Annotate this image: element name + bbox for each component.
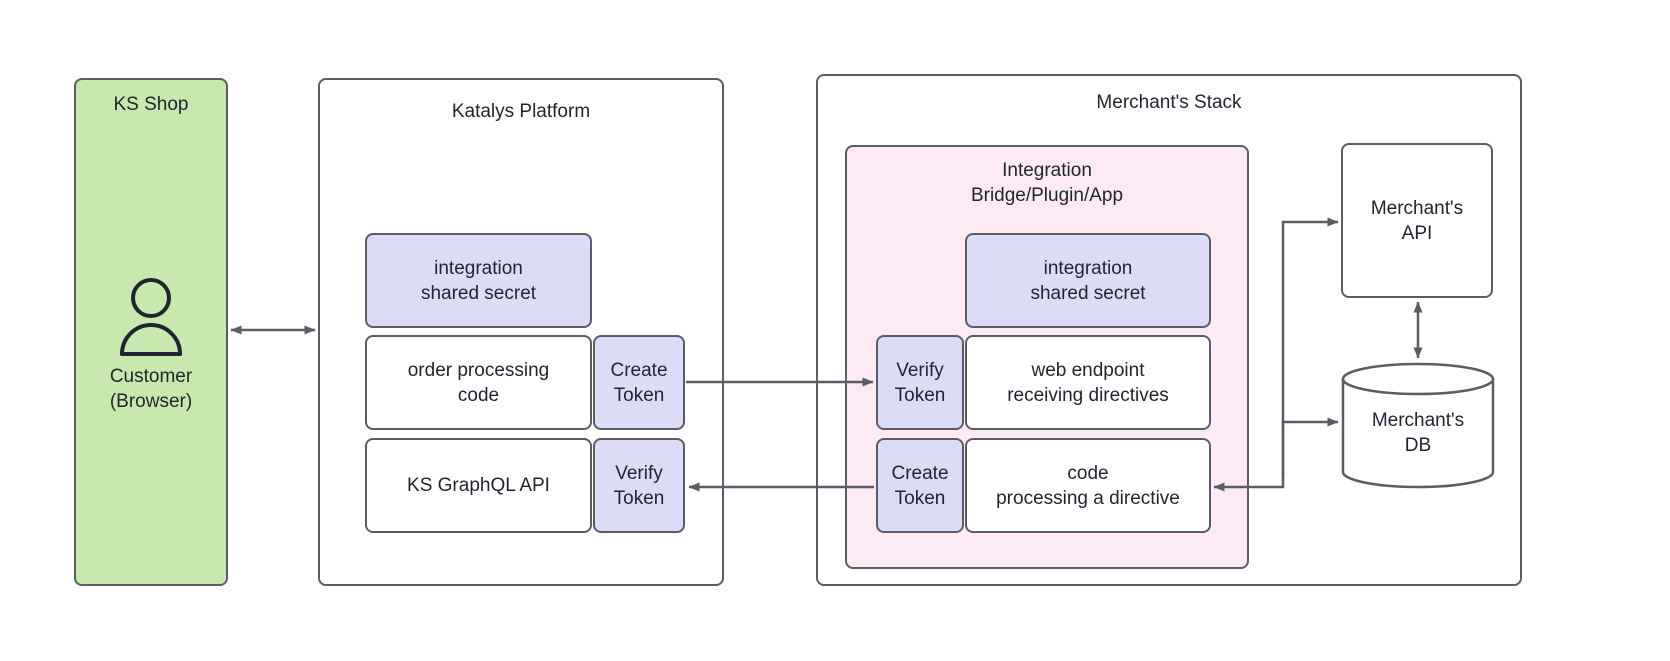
node-bridge-shared-secret[interactable]: integration shared secret	[965, 233, 1211, 328]
group-ks-shop[interactable]	[74, 78, 228, 586]
group-merchants-stack-title: Merchant's Stack	[1096, 92, 1242, 113]
node-merchants-api[interactable]: Merchant's API	[1341, 143, 1493, 298]
node-ks-create-token[interactable]: Create Token	[593, 335, 685, 430]
node-bridge-verify-token[interactable]: Verify Token	[876, 335, 964, 430]
customer-label: Customer (Browser)	[109, 366, 193, 412]
node-directive-code[interactable]: code processing a directive	[965, 438, 1211, 533]
node-order-processing-code[interactable]: order processing code	[365, 335, 592, 430]
node-ks-graphql-api[interactable]: KS GraphQL API	[365, 438, 592, 533]
group-ks-shop-title: KS Shop	[113, 94, 189, 115]
node-merchants-db-label: Merchant's DB	[1371, 409, 1465, 456]
node-ks-verify-token[interactable]: Verify Token	[593, 438, 685, 533]
node-merchants-db[interactable]: Merchant's DB	[1341, 362, 1495, 489]
person-icon	[118, 276, 184, 358]
node-web-endpoint[interactable]: web endpoint receiving directives	[965, 335, 1211, 430]
node-bridge-create-token[interactable]: Create Token	[876, 438, 964, 533]
group-katalys-platform-title: Katalys Platform	[451, 101, 591, 122]
group-integration-bridge-title: Integration Bridge/Plugin/App	[970, 160, 1124, 206]
node-ks-shared-secret[interactable]: integration shared secret	[365, 233, 592, 328]
